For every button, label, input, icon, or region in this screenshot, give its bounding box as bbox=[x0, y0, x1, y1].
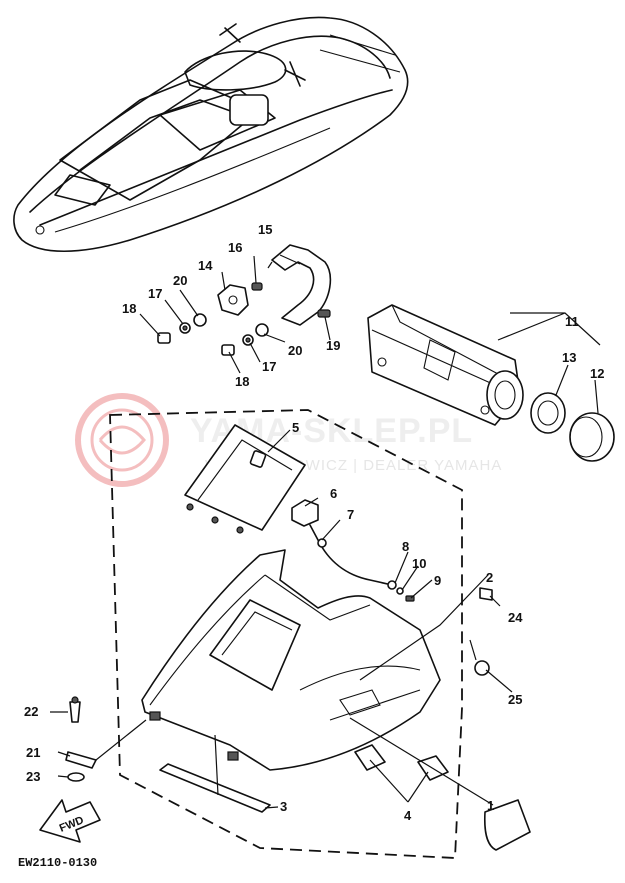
callout-13: 13 bbox=[562, 350, 576, 365]
storage-tube-part-11 bbox=[367, 304, 524, 426]
callout-24: 24 bbox=[508, 610, 523, 625]
watermark-logo bbox=[75, 393, 169, 487]
bolt-part-19 bbox=[317, 309, 331, 318]
storage-box-assembly bbox=[139, 244, 615, 462]
callout-1: 1 bbox=[487, 798, 494, 813]
callout-5: 5 bbox=[292, 420, 299, 435]
fastener-set-21-23 bbox=[65, 696, 97, 782]
callout-3: 3 bbox=[280, 799, 287, 814]
cover-part-1 bbox=[483, 799, 531, 851]
ring-part-13 bbox=[530, 392, 566, 434]
bolt-part-24 bbox=[479, 587, 493, 601]
callout-20-lower: 20 bbox=[288, 343, 302, 358]
fastener-stack-upper bbox=[157, 313, 207, 344]
bolt-part-16 bbox=[251, 282, 263, 291]
fastener-stack-lower bbox=[221, 323, 269, 356]
watercraft-outline bbox=[13, 16, 409, 252]
strip-part-3 bbox=[159, 763, 271, 813]
latch-part-6 bbox=[291, 499, 319, 527]
callout-17-lower: 17 bbox=[262, 359, 276, 374]
callout-23: 23 bbox=[26, 769, 40, 784]
callout-25: 25 bbox=[508, 692, 522, 707]
drawing-code: EW2110-0130 bbox=[18, 856, 97, 870]
bracket-part-15 bbox=[271, 244, 332, 326]
callout-6: 6 bbox=[330, 486, 337, 501]
callout-22: 22 bbox=[24, 704, 38, 719]
callout-9: 9 bbox=[434, 573, 441, 588]
callout-2: 2 bbox=[486, 570, 493, 585]
callout-18-upper: 18 bbox=[122, 301, 136, 316]
hood-part-2 bbox=[141, 549, 441, 771]
callout-4: 4 bbox=[404, 808, 412, 823]
callout-16: 16 bbox=[228, 240, 242, 255]
callout-17-upper: 17 bbox=[148, 286, 162, 301]
callout-15: 15 bbox=[258, 222, 272, 237]
callout-19: 19 bbox=[326, 338, 340, 353]
pad-parts-4 bbox=[354, 744, 449, 781]
callout-10: 10 bbox=[412, 556, 426, 571]
callout-20-upper: 20 bbox=[173, 273, 187, 288]
cable-part-7 bbox=[309, 524, 393, 586]
nut-part-25 bbox=[474, 660, 490, 676]
callout-14: 14 bbox=[198, 258, 213, 273]
callout-11: 11 bbox=[565, 314, 579, 329]
callout-8: 8 bbox=[402, 539, 409, 554]
callout-7: 7 bbox=[347, 507, 354, 522]
bracket-part-14 bbox=[217, 284, 249, 316]
cap-part-12 bbox=[569, 412, 615, 462]
callout-18-lower: 18 bbox=[235, 374, 249, 389]
lid-part-5 bbox=[184, 424, 306, 534]
callout-21: 21 bbox=[26, 745, 40, 760]
callout-12: 12 bbox=[590, 366, 604, 381]
fastener-set-8-10 bbox=[387, 580, 415, 602]
callout-labels: 1 2 3 4 5 6 7 8 9 10 11 12 13 14 15 16 1… bbox=[24, 222, 604, 823]
fwd-arrow: FWD bbox=[39, 799, 101, 843]
hood-assembly bbox=[50, 424, 531, 851]
kit-boundary bbox=[109, 409, 463, 859]
